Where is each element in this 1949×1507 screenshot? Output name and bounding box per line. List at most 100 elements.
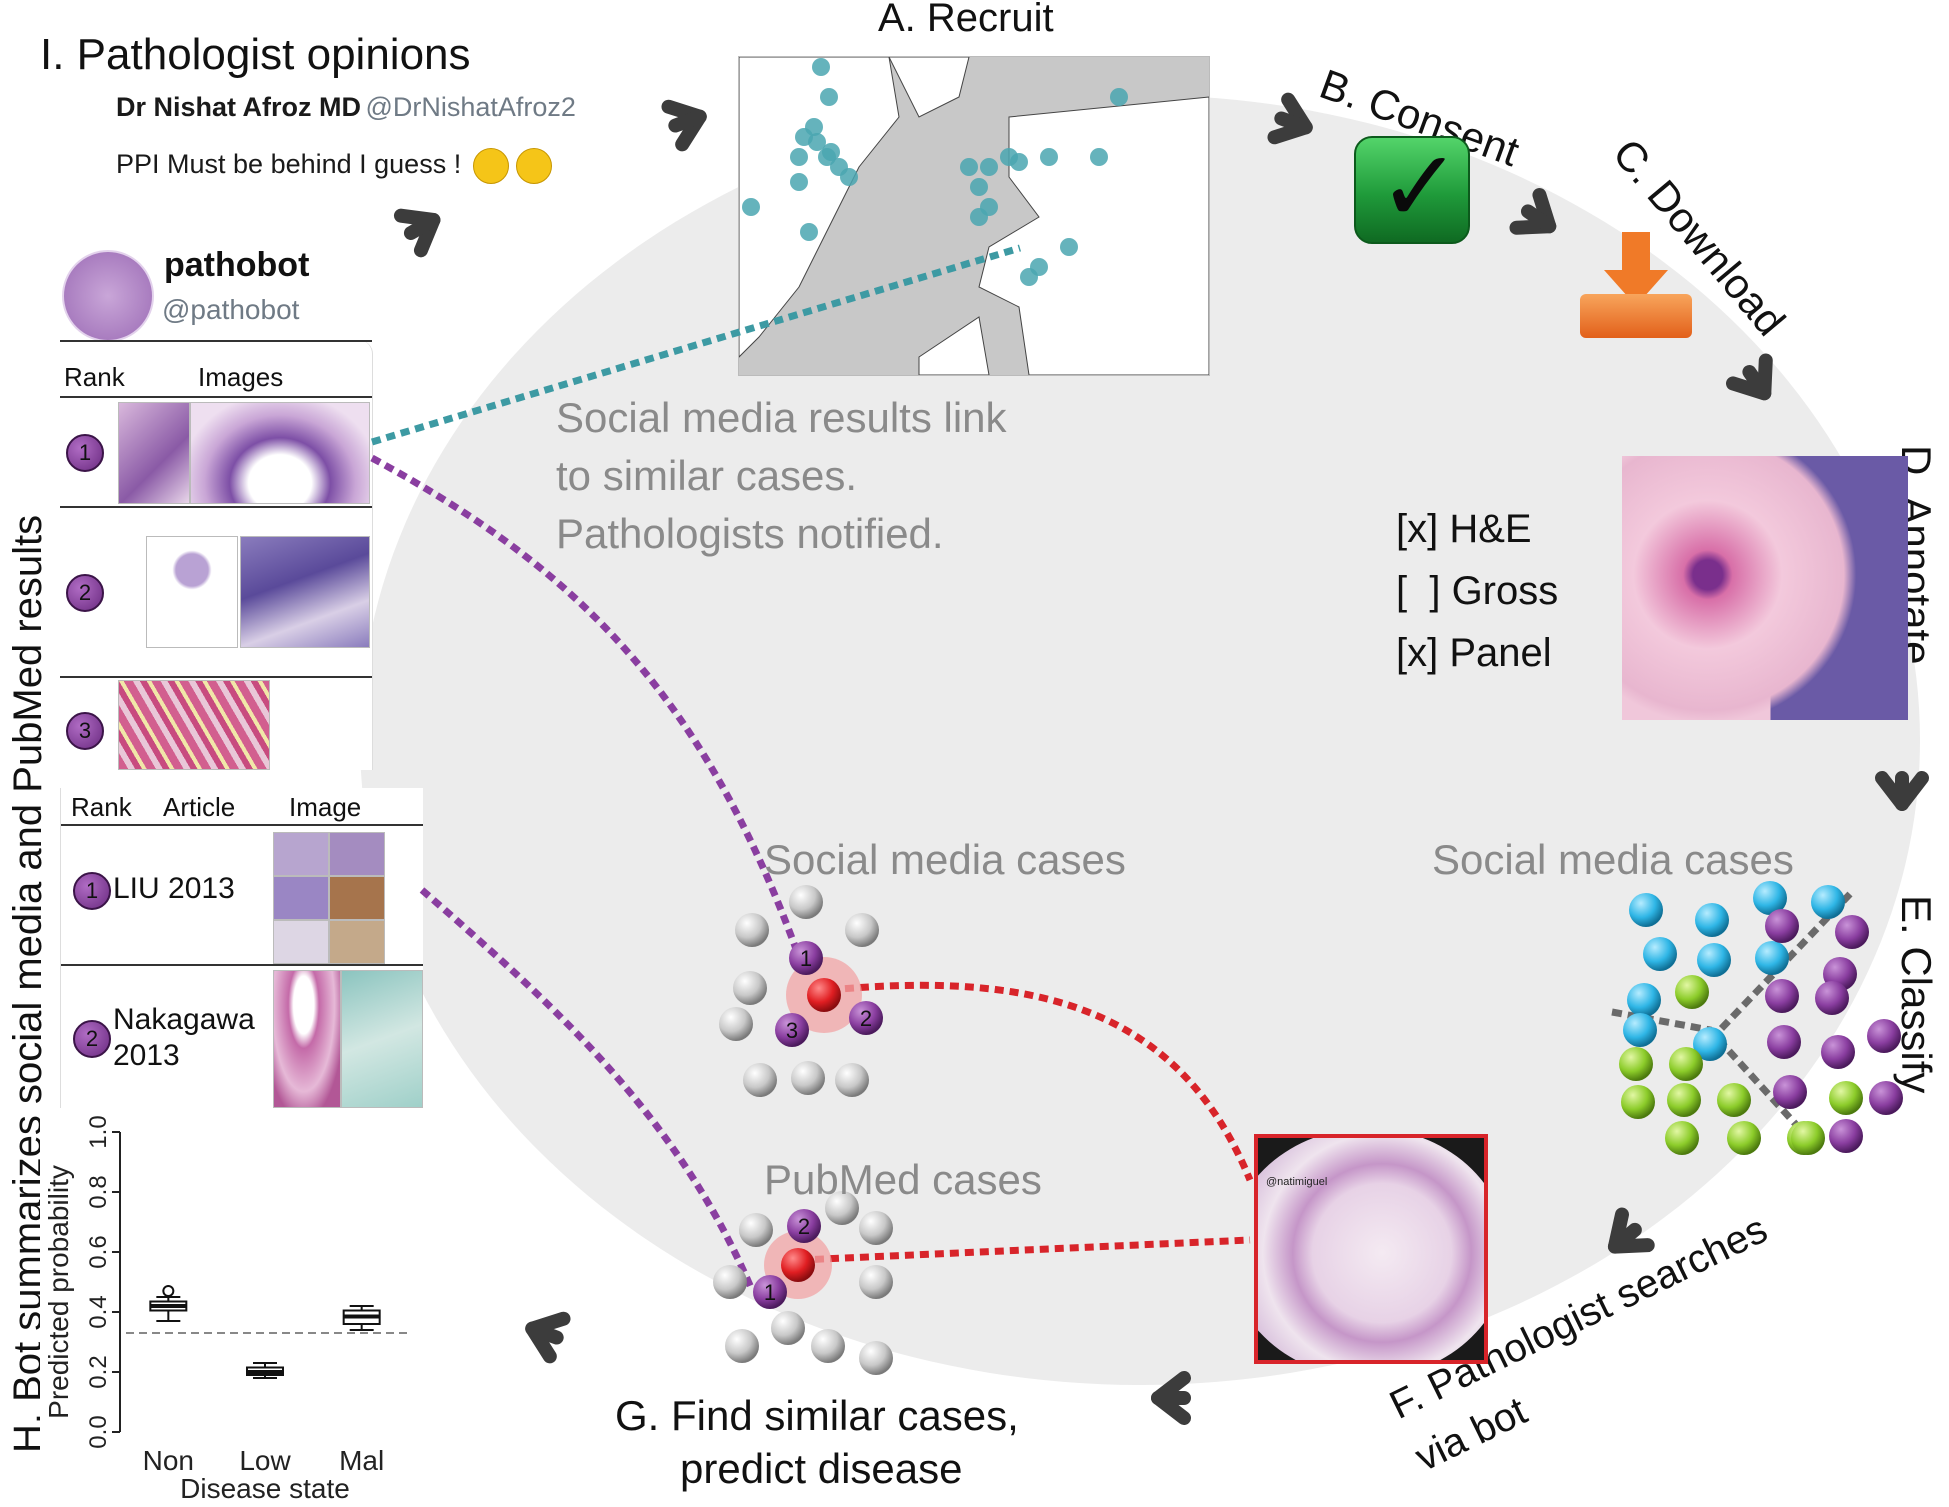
image-watermark: @natimiguel [1266, 1176, 1328, 1188]
recruit-location-dot [980, 158, 998, 176]
class-a-case-dot [1695, 903, 1729, 937]
social-rank1-image-b[interactable] [190, 402, 370, 504]
y-tick-label: 0.8 [85, 1175, 112, 1208]
pubmed-rank1-image-tile[interactable] [329, 876, 385, 920]
pubmed-rank2-image-a[interactable] [273, 970, 341, 1108]
x-axis-title: Disease state [180, 1473, 350, 1502]
y-tick-label: 0.4 [85, 1295, 112, 1328]
class-a-case-dot [1627, 983, 1661, 1017]
y-axis-title: Predicted probability [43, 1165, 74, 1419]
recruit-location-dot [1040, 148, 1058, 166]
annotate-option-he[interactable]: [x] H&E [1396, 507, 1532, 551]
check-glyph: ✓ [1378, 131, 1462, 243]
social-link-note-line3: Pathologists notified. [556, 510, 944, 557]
map-greenland-landmass [888, 57, 970, 118]
recruit-location-dot [980, 198, 998, 216]
social-rank2-image-a[interactable] [146, 536, 238, 648]
pubmed-rank1-image-tile[interactable] [273, 832, 329, 876]
annotate-option-gross[interactable]: [ ] Gross [1396, 569, 1559, 613]
class-b-case-dot [1791, 1121, 1825, 1155]
top-match-rank-label: 2 [860, 1006, 872, 1031]
class-c-case-dot [1835, 915, 1869, 949]
class-c-case-dot [1773, 1075, 1807, 1109]
class-b-case-dot [1675, 975, 1709, 1009]
class-c-case-dot [1767, 1025, 1801, 1059]
neighbor-case-dot [811, 1329, 845, 1363]
cycle-arrow-icon [1607, 1207, 1655, 1254]
social-rank-badge: 2 [66, 574, 104, 612]
annotate-option-panel[interactable]: [x] Panel [1396, 631, 1552, 675]
recruit-location-dot [818, 148, 836, 166]
classified-cases-scatter [1619, 881, 1903, 1155]
social-cases-center-label: Social media cases [764, 836, 1126, 883]
purple-link-pubmed-to-case [419, 887, 756, 1292]
smiley-emoji-icon [472, 148, 509, 184]
neighbor-case-dot [771, 1311, 805, 1345]
neighbor-case-dot [789, 885, 823, 919]
recruit-location-dot [1110, 88, 1128, 106]
top-match-case-dot [787, 1209, 821, 1243]
social-rank3-image[interactable] [118, 680, 270, 770]
y-tick-label: 0.6 [85, 1235, 112, 1268]
neighbor-case-dot [859, 1211, 893, 1245]
neighbor-case-dot [725, 1329, 759, 1363]
teal-link-social-to-map [370, 244, 1022, 446]
neighbor-case-dot [739, 1213, 773, 1247]
class-b-case-dot [1665, 1121, 1699, 1155]
y-tick-label: 1.0 [85, 1115, 112, 1148]
purple-link-rank1-to-social-case [370, 454, 804, 962]
class-b-case-dot [1667, 1083, 1701, 1117]
social-rank2-image-b[interactable] [240, 536, 370, 648]
recruit-location-dot [840, 168, 858, 186]
pubmed-header-image: Image [289, 792, 362, 822]
class-a-case-dot [1697, 943, 1731, 977]
query-case-dot [781, 1248, 815, 1282]
bot-name: pathobot [164, 246, 310, 284]
top-match-case-dot [753, 1275, 787, 1309]
social-table-header-images: Images [198, 362, 284, 392]
recruit-locations [742, 58, 1128, 286]
class-c-case-dot [1765, 909, 1799, 943]
pubmed-rank2-image-b[interactable] [341, 970, 423, 1108]
top-match-case-dot [789, 941, 823, 975]
step-i-pathologist-opinions-label: I. Pathologist opinions [40, 30, 471, 79]
class-a-case-dot [1811, 885, 1845, 919]
query-histology-image[interactable]: @natimiguel [1254, 1134, 1488, 1364]
y-tick-label: 0.2 [85, 1355, 112, 1388]
social-rank1-image-a[interactable] [118, 402, 190, 504]
social-cases-right-label: Social media cases [1432, 836, 1794, 883]
x-tick-label: Non [143, 1445, 194, 1476]
cycle-arrow-icon [1509, 187, 1557, 235]
class-a-case-dot [1753, 881, 1787, 915]
pubmed-rank1-image-tile[interactable] [329, 920, 385, 964]
social-media-neighbor-cases: 123 [719, 885, 883, 1097]
recruit-location-dot [742, 198, 760, 216]
bot-handle: @pathobot [162, 294, 300, 325]
class-c-case-dot [1815, 981, 1849, 1015]
class-b-case-dot [1669, 1047, 1703, 1081]
pubmed-article-nakagawa-2013[interactable]: Nakagawa 2013 [113, 1003, 255, 1072]
social-link-note-line2: to similar cases. [556, 452, 858, 499]
y-tick-label: 0.0 [85, 1415, 112, 1448]
query-case-dot [807, 978, 841, 1012]
pubmed-rank1-image-tile[interactable] [329, 832, 385, 876]
cycle-arrow-icon [1151, 1371, 1191, 1425]
cycle-arrow-icon [393, 208, 441, 258]
consent-checkmark-icon: ✓ [1354, 132, 1470, 244]
recruit-location-dot [960, 158, 978, 176]
smiley-emoji-icon [516, 148, 553, 184]
class-c-case-dot [1867, 1019, 1901, 1053]
pubmed-rank1-image-tile[interactable] [273, 876, 329, 920]
tweet-author-name: Dr Nishat Afroz MD [116, 92, 362, 122]
pubmed-article-liu-2013[interactable]: LIU 2013 [113, 872, 235, 905]
class-c-case-dot [1869, 1081, 1903, 1115]
map-americas-landmass [739, 57, 900, 358]
class-b-case-dot [1727, 1121, 1761, 1155]
pubmed-rank1-image-tile[interactable] [273, 920, 329, 964]
map-eurasia-africa-landmass [978, 96, 1209, 375]
top-match-rank-label: 3 [786, 1018, 798, 1043]
pathobot-avatar [62, 250, 154, 342]
annotate-histology-image[interactable] [1622, 456, 1908, 720]
recruit-location-dot [800, 223, 818, 241]
social-media-results-table: Rank Images 1 2 3 [60, 340, 373, 770]
